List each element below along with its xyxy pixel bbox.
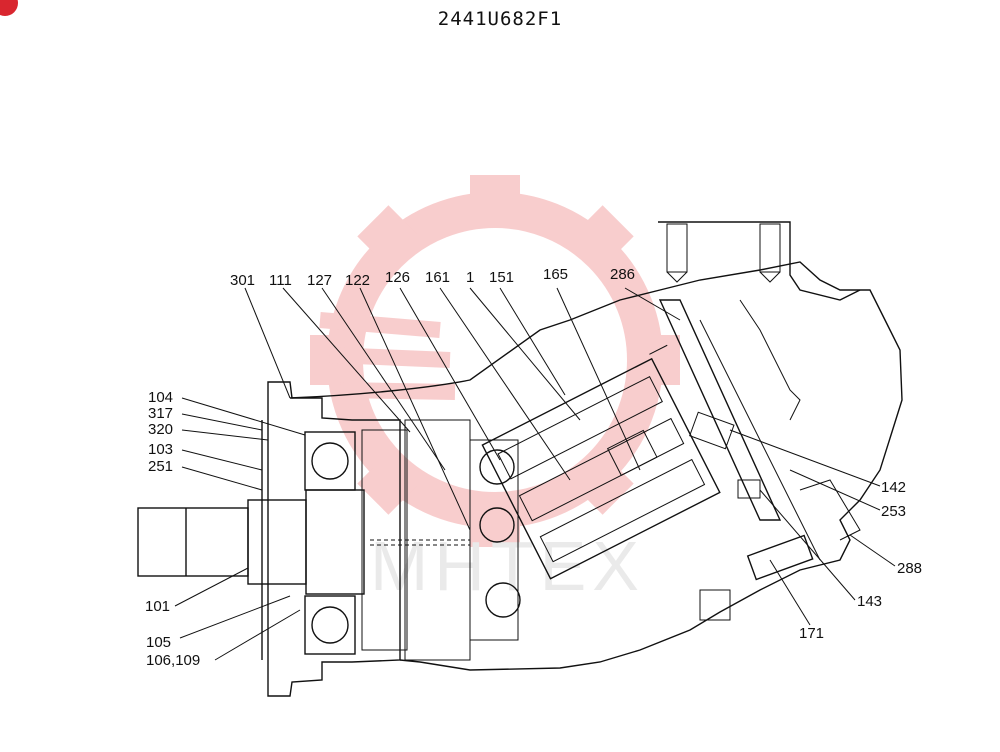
callout-161: 161 [425,269,451,286]
valve-block-top [658,221,861,301]
callout-320: 320 [148,421,174,438]
callout-301: 301 [230,272,256,289]
callout-317: 317 [148,405,174,422]
callout-151: 151 [489,269,515,286]
callout-143: 143 [857,593,883,610]
callout-122: 122 [345,272,371,289]
callout-142: 142 [881,479,907,496]
callout-165: 165 [543,266,569,283]
cylinder-block [481,344,721,580]
adjust-screw [746,534,814,581]
drawing-title: 2441U682F1 [437,8,563,30]
callout-126: 126 [385,269,411,286]
front-bearing-upper [304,431,356,491]
callout-105: 105 [146,634,172,651]
callout-171: 171 [799,625,825,642]
callout-127: 127 [307,272,333,289]
front-bearing-lower [304,595,356,655]
callout-253: 253 [881,503,907,520]
gear-watermark: MHTEX [310,175,680,605]
callout-251: 251 [148,458,174,475]
callout-111: 111 [269,272,292,289]
callout-1: 1 [466,269,475,286]
callout-106-109: 106,109 [146,652,201,669]
drive-shaft [137,489,365,595]
callout-286: 286 [610,266,636,283]
leader-lines [174,287,896,661]
callout-101: 101 [145,598,171,615]
callout-288: 288 [897,560,923,577]
notification-badge [0,0,18,16]
callout-104: 104 [148,389,174,406]
callout-103: 103 [148,441,174,458]
